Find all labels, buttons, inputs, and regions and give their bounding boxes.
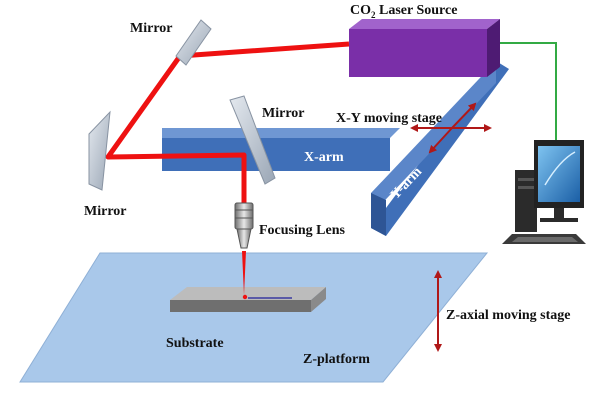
xy-motion-arrows <box>410 102 492 154</box>
laser-source-label-subscript: 2 <box>371 10 376 20</box>
xy-arrow-up <box>451 102 477 129</box>
laser-beam <box>105 41 350 205</box>
mirror-top <box>175 19 212 66</box>
xy-stage-label: X-Y moving stage <box>336 111 442 126</box>
laser-spot <box>242 294 248 300</box>
z-platform <box>19 252 489 383</box>
focusing-lens-label: Focusing Lens <box>259 223 346 238</box>
desktop-computer-icon <box>502 140 586 244</box>
x-arm <box>162 128 400 171</box>
z-stage-label: Z-axial moving stage <box>446 308 570 323</box>
laser-source-label-prefix: CO <box>350 3 371 18</box>
laser-source <box>349 19 500 77</box>
substrate-label: Substrate <box>166 336 224 351</box>
focused-beam <box>242 251 246 295</box>
mirror-top-label: Mirror <box>130 21 173 36</box>
mirror-left-label: Mirror <box>84 204 127 219</box>
xy-arrow-down <box>428 127 453 154</box>
y-arm <box>371 61 509 236</box>
substrate <box>170 287 326 312</box>
mirror-center <box>229 95 276 185</box>
focusing-lens <box>234 202 254 249</box>
control-cable <box>500 42 557 140</box>
mirror-center-label: Mirror <box>262 106 305 121</box>
mirror-left <box>88 110 111 191</box>
x-arm-label: X-arm <box>304 150 344 165</box>
laser-source-label: CO2 Laser Source <box>350 3 457 20</box>
z-platform-label: Z-platform <box>303 352 370 367</box>
laser-source-label-suffix: Laser Source <box>376 3 458 18</box>
